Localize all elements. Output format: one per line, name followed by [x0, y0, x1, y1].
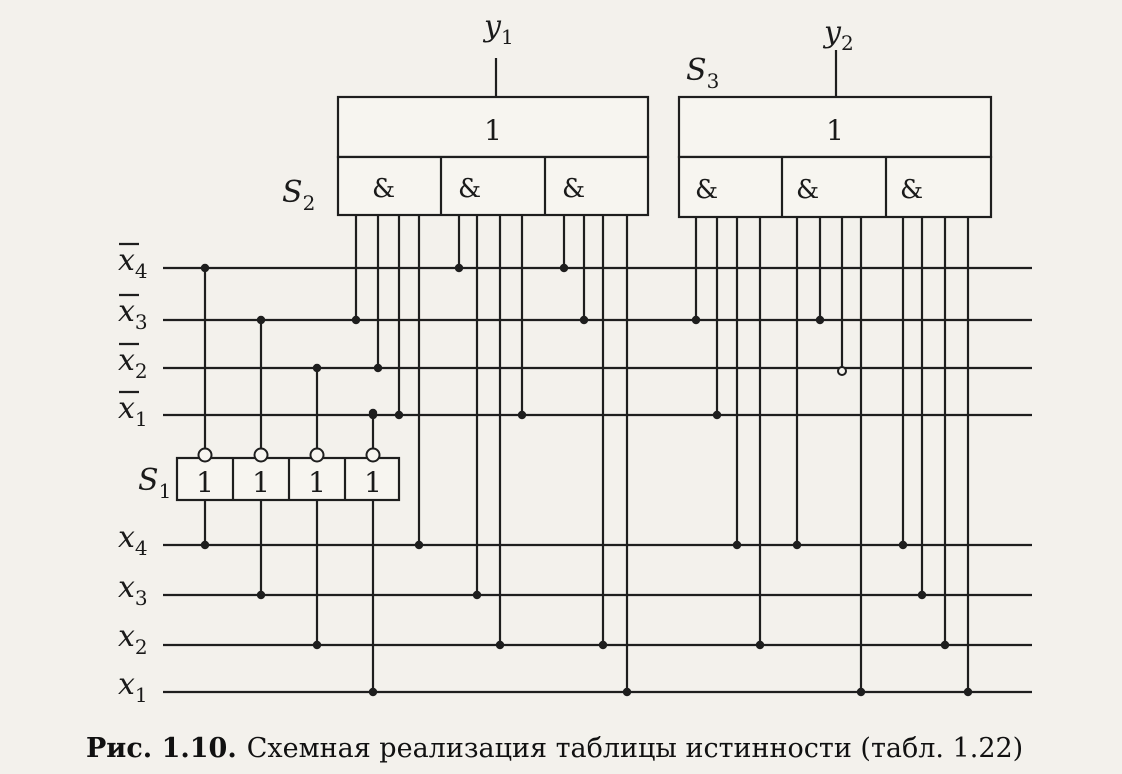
junction-gate-2: [373, 363, 383, 373]
junction-open-19: [837, 366, 847, 376]
junction-inverter-out-1: [200, 263, 210, 273]
output-label-y1: y1: [482, 9, 514, 49]
direct-input-labels: x4 x3 x2 x1: [118, 520, 148, 707]
input-bus-lines: [163, 266, 1032, 694]
output-label-y2: y2: [822, 15, 854, 55]
junction-gate-22: [917, 590, 927, 600]
junction-inverter-out-3: [312, 363, 322, 373]
junction-gate-20: [856, 687, 866, 697]
junction-gate-8: [517, 410, 527, 420]
junction-gate-5: [454, 263, 464, 273]
inversion-circle-3: [309, 447, 325, 463]
inversion-circle-4: [365, 447, 381, 463]
label-x3: x3: [118, 570, 148, 610]
inversion-circle-1: [197, 447, 213, 463]
label-not-x1: x1: [118, 391, 148, 431]
and-symbol-4: &: [695, 175, 718, 205]
block-label-s2: S2: [282, 175, 315, 215]
junction-gate-21: [898, 540, 908, 550]
figure-caption: Рис. 1.10.Схемная реализация таблицы ист…: [86, 733, 1023, 764]
junction-gate-11: [598, 640, 608, 650]
or-block-y2: 1 & & &: [677, 50, 993, 219]
junction-gate-24: [963, 687, 973, 697]
inverter-symbol-4: 1: [364, 466, 382, 499]
and-symbol-1: &: [372, 174, 395, 204]
or-symbol-2: 1: [826, 114, 844, 147]
junction-gate-14: [712, 410, 722, 420]
junction-gate-17: [792, 540, 802, 550]
inverter-symbol-1: 1: [196, 466, 214, 499]
junction-inverter-in-1: [200, 540, 210, 550]
or-symbol-1: 1: [484, 114, 502, 147]
junction-extra-not-x1: [368, 408, 378, 418]
inverter-block-s1: 1 1 1 1: [175, 456, 401, 502]
label-not-x4: x4: [118, 243, 148, 283]
junction-gate-10: [579, 315, 589, 325]
label-not-x2: x2: [118, 343, 148, 383]
inverter-symbol-2: 1: [252, 466, 270, 499]
inverter-symbol-3: 1: [308, 466, 326, 499]
junction-gate-23: [940, 640, 950, 650]
label-x2: x2: [118, 619, 148, 659]
junction-dots: [200, 263, 973, 697]
block-label-s1: S1: [138, 463, 171, 503]
junction-inverter-in-4: [368, 687, 378, 697]
junction-gate-16: [755, 640, 765, 650]
junction-inverter-in-2: [256, 590, 266, 600]
junction-gate-13: [691, 315, 701, 325]
block-label-s3: S3: [686, 53, 719, 93]
or-block-y1: 1 & & &: [336, 58, 650, 217]
and-symbol-2: &: [458, 174, 481, 204]
junction-gate-9: [559, 263, 569, 273]
label-x1: x1: [118, 667, 148, 707]
label-not-x3: x3: [118, 294, 148, 334]
junction-gate-12: [622, 687, 632, 697]
junction-gate-15: [732, 540, 742, 550]
junction-gate-7: [495, 640, 505, 650]
junction-inverter-out-2: [256, 315, 266, 325]
inverted-input-labels: x4 x3 x2 x1: [118, 242, 148, 431]
and-symbol-6: &: [900, 175, 923, 205]
and-symbol-3: &: [562, 174, 585, 204]
and-symbol-5: &: [796, 175, 819, 205]
inversion-circle-2: [253, 447, 269, 463]
junction-gate-18: [815, 315, 825, 325]
inversion-circles: [197, 447, 381, 463]
junction-gate-4: [414, 540, 424, 550]
label-x4: x4: [118, 520, 148, 560]
gate-input-wires: [203, 215, 970, 692]
junction-inverter-in-3: [312, 640, 322, 650]
junction-gate-6: [472, 590, 482, 600]
junction-gate-1: [351, 315, 361, 325]
junction-gate-3: [394, 410, 404, 420]
